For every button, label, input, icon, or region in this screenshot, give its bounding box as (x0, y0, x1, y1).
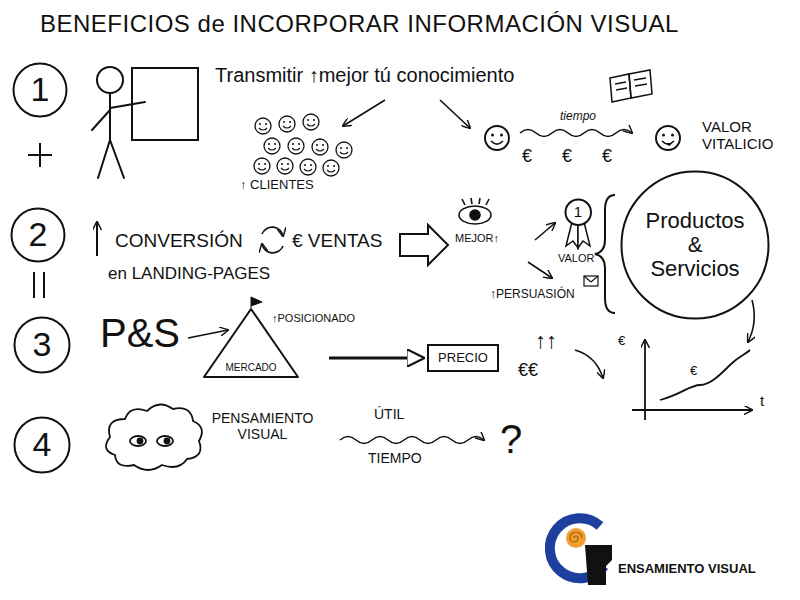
number-circle: 2 (10, 207, 66, 263)
curve-label: € (690, 364, 697, 379)
node-text: 1 (31, 71, 50, 108)
axis-label: t (760, 392, 764, 409)
euro-sign: € (602, 146, 612, 167)
number-circle: 1 (12, 62, 68, 118)
envelope-icon (584, 276, 598, 286)
ps-label: P&S (100, 310, 180, 356)
number-circle: 4 (13, 416, 71, 474)
sales-label: € VENTAS (292, 230, 382, 252)
node-text: MERCADO (225, 362, 276, 373)
euro-signs: €€ (518, 360, 538, 381)
question-mark: ? (500, 416, 522, 462)
useful-label: ÚTIL (374, 406, 404, 422)
logo (550, 518, 612, 585)
clients-label: ↑ CLIENTES (240, 178, 314, 193)
price-box: PRECIO (427, 344, 499, 372)
positioned-label: ↑POSICIONADO (272, 312, 355, 325)
flag-icon (251, 297, 262, 308)
time-label: TIEMPO (368, 450, 422, 466)
chart (632, 340, 752, 420)
book-icon (610, 70, 652, 102)
value-label: VALOR (558, 252, 594, 265)
persuasion-label: ↑PERSUASIÓN (490, 288, 575, 302)
benefit-text: Transmitir ↑mejor tú conocimiento (215, 64, 514, 87)
ribbon-tails (566, 222, 590, 248)
faces (485, 126, 680, 150)
stick-figure (92, 67, 198, 178)
landing-pages-label: en LANDING-PAGES (108, 264, 270, 284)
number-circle: 3 (13, 316, 71, 374)
brace (595, 195, 615, 313)
up-arrows: ↑↑ (535, 328, 557, 353)
euro-sign: € (562, 146, 572, 167)
lifetime-value-label: VALOR VITALICIO (702, 118, 792, 153)
node-text: 4 (33, 426, 52, 463)
cloud-icon (106, 404, 202, 470)
node-text: 3 (33, 326, 52, 363)
axis-label: € (618, 334, 625, 349)
conversion-label: CONVERSIÓN (115, 230, 243, 252)
better-label: MEJOR↑ (455, 232, 499, 245)
hollow-arrow (400, 225, 448, 265)
logo-text: ENSAMIENTO VISUAL (618, 562, 756, 577)
page-title: BENEFICIOS de INCORPORAR INFORMACIÓN VIS… (40, 10, 679, 38)
euro-sign: € (522, 146, 532, 167)
arrows (97, 100, 754, 444)
visual-thinking-label: PENSAMIENTO VISUAL (200, 410, 325, 442)
time-label: tiempo (560, 110, 596, 124)
node-text: 2 (29, 216, 48, 253)
award-ribbon: 1 (564, 198, 592, 226)
eye-icon (459, 198, 491, 224)
node-text: PRECIO (438, 351, 488, 365)
products-circle: Productos & Servicios (620, 170, 770, 320)
crowd-of-faces (254, 114, 352, 176)
node-text: Productos & Servicios (640, 209, 750, 282)
node-text: 1 (574, 204, 582, 221)
connector-arrow (329, 357, 423, 360)
